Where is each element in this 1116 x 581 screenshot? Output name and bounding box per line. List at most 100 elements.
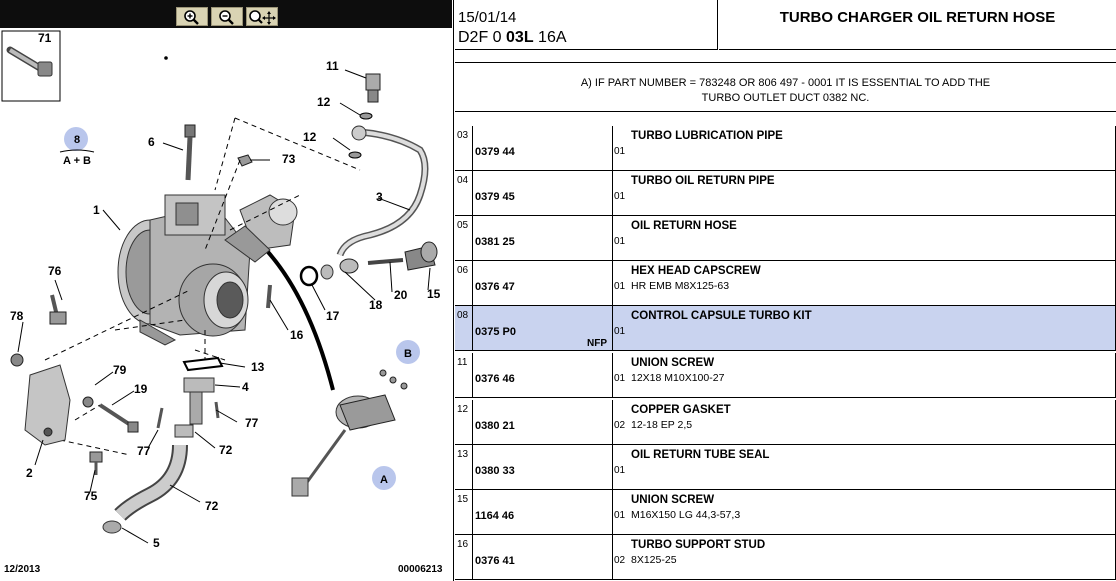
part-18-washer xyxy=(320,264,334,280)
part-number-cell: 0379 45 01 xyxy=(473,171,625,215)
part-78-washer xyxy=(10,353,24,367)
callout-19[interactable]: 19 xyxy=(134,382,148,396)
callout-12[interactable]: 12 xyxy=(317,95,331,109)
callout-15[interactable]: 15 xyxy=(427,287,441,301)
part-number[interactable]: 0380 33 xyxy=(475,465,515,477)
callout-4[interactable]: 4 xyxy=(242,380,249,394)
badge-b-screws xyxy=(379,369,408,390)
description-cell: CONTROL CAPSULE TURBO KIT xyxy=(613,306,1116,350)
turbo-exploded-drawing: 71 11 12 12 6 73 3 1 76 78 79 19 134 16 17 18 20 15 2 75 77 7… xyxy=(1,30,441,550)
callout-77[interactable]: 77 xyxy=(245,416,259,430)
callout-77[interactable]: 77 xyxy=(137,444,151,458)
part-20-stud xyxy=(367,258,404,265)
part-number[interactable]: 0376 46 xyxy=(475,373,515,385)
ref-cell: 04 xyxy=(455,171,473,215)
header-date: 15/01/14 xyxy=(458,9,517,26)
part-number-cell: 0380 33 01 xyxy=(473,445,625,489)
quantity: 01 xyxy=(614,465,626,476)
header-ref-prefix: D2F 0 xyxy=(458,29,507,46)
callout-5[interactable]: 5 xyxy=(153,536,160,550)
callout-79[interactable]: 79 xyxy=(113,363,127,377)
callout-75[interactable]: 75 xyxy=(84,489,98,503)
zoom-in-button[interactable] xyxy=(176,7,208,26)
part-number[interactable]: 0381 25 xyxy=(475,236,515,248)
zoom-out-icon xyxy=(219,10,234,25)
callout-18[interactable]: 18 xyxy=(369,298,383,312)
part-description: TURBO SUPPORT STUD xyxy=(631,539,766,551)
zoom-pan-button[interactable] xyxy=(246,7,278,26)
page-title: TURBO CHARGER OIL RETURN HOSE xyxy=(719,0,1116,50)
zoom-in-icon xyxy=(184,10,199,25)
header-ref-suffix: 16A xyxy=(533,29,567,46)
quantity: 01 xyxy=(614,146,626,157)
ref-cell: 12 xyxy=(455,400,473,444)
callout-11[interactable]: 11 xyxy=(326,59,339,73)
callout-3[interactable]: 3 xyxy=(376,190,383,204)
callout-72[interactable]: 72 xyxy=(219,443,233,457)
callout-12[interactable]: 12 xyxy=(303,130,317,144)
part-description: UNION SCREW xyxy=(631,494,715,506)
group-badge-8-label: 8 xyxy=(74,134,80,146)
part-6-bolt xyxy=(184,124,196,181)
description-cell: OIL RETURN TUBE SEAL xyxy=(613,445,1116,489)
part-16-stud xyxy=(266,284,272,309)
callout-17[interactable]: 17 xyxy=(326,309,340,323)
quantity: 01 xyxy=(614,191,626,202)
ref-cell: 13 xyxy=(455,445,473,489)
callout-2[interactable]: 2 xyxy=(26,466,33,480)
zoom-out-button[interactable] xyxy=(211,7,243,26)
part-description: OIL RETURN TUBE SEAL xyxy=(631,449,770,461)
part-spec: HR EMB M8X125-63 xyxy=(631,280,730,292)
description-cell: TURBO SUPPORT STUD 8X125-25 xyxy=(613,535,1116,579)
callout-20[interactable]: 20 xyxy=(394,288,408,302)
part-17-seal xyxy=(299,265,319,287)
part-description: UNION SCREW xyxy=(631,357,715,369)
group-badge-A xyxy=(372,466,396,490)
part-description: OIL RETURN HOSE xyxy=(631,220,737,232)
part-12-gasket-upper xyxy=(359,112,373,120)
description-cell: TURBO LUBRICATION PIPE xyxy=(613,126,1116,170)
part-71-bolt xyxy=(6,46,53,77)
part-spec: 8X125-25 xyxy=(631,554,677,566)
callout-76[interactable]: 76 xyxy=(48,264,62,278)
part-number[interactable]: 0375 P0 xyxy=(475,326,516,338)
callout-73[interactable]: 73 xyxy=(282,152,296,166)
diagram-code: 00006213 xyxy=(398,564,443,575)
diagram-date: 12/2013 xyxy=(4,564,41,575)
parts-list-panel: 15/01/14 D2F 0 03L 16A TURBO CHARGER OIL… xyxy=(455,0,1116,581)
callout-6[interactable]: 6 xyxy=(148,135,155,149)
part-number[interactable]: 0376 47 xyxy=(475,281,515,293)
quantity: 02 xyxy=(614,555,626,566)
callout-72[interactable]: 72 xyxy=(205,499,219,513)
status-flag: NFP xyxy=(587,338,607,349)
callout-78[interactable]: 78 xyxy=(10,309,24,323)
callout-13[interactable]: 13 xyxy=(251,360,265,374)
callout-71[interactable]: 71 xyxy=(38,31,52,45)
callout-16[interactable]: 16 xyxy=(290,328,304,342)
quantity: 02 xyxy=(614,420,626,431)
part-description: COPPER GASKET xyxy=(631,404,731,416)
group-badge-8 xyxy=(64,127,88,151)
part-number[interactable]: 0380 21 xyxy=(475,420,515,432)
part-number[interactable]: 0379 44 xyxy=(475,146,515,158)
part-number[interactable]: 0379 45 xyxy=(475,191,515,203)
part-number[interactable]: 1164 46 xyxy=(475,510,515,522)
part-number[interactable]: 0376 41 xyxy=(475,555,515,567)
part-13-seal xyxy=(182,356,224,372)
ref-cell: 06 xyxy=(455,261,473,305)
callout-1[interactable]: 1 xyxy=(93,203,100,217)
